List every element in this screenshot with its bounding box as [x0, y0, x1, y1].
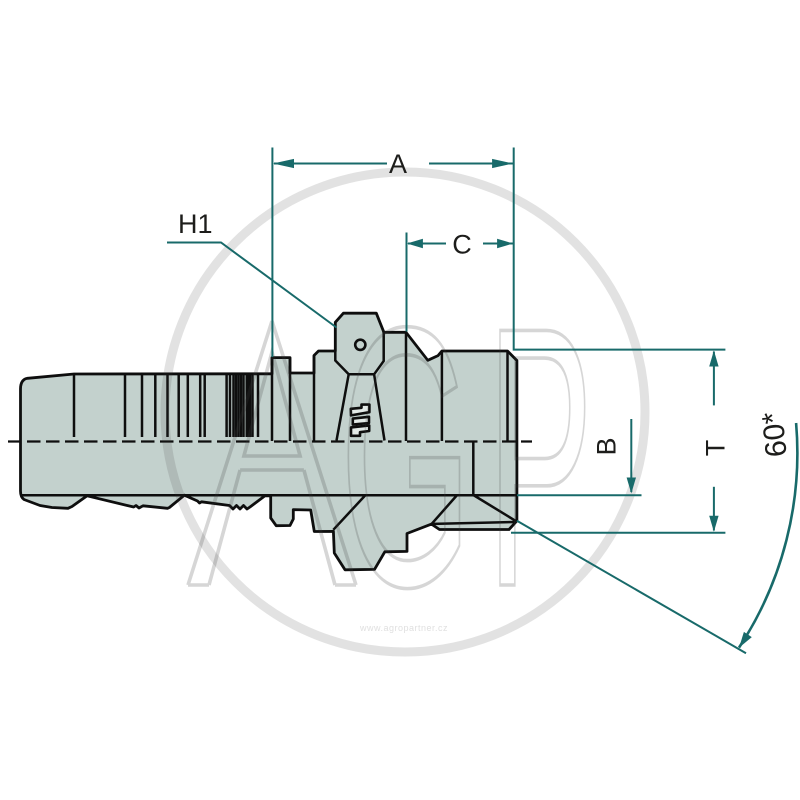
svg-text:www.agropartner.cz: www.agropartner.cz — [359, 623, 448, 633]
svg-text:P: P — [487, 251, 593, 664]
svg-text:A: A — [389, 149, 407, 179]
svg-text:60*: 60* — [756, 410, 794, 459]
svg-text:H1: H1 — [178, 209, 213, 239]
svg-text:T: T — [701, 440, 731, 457]
svg-text:B: B — [592, 437, 622, 455]
svg-text:C: C — [452, 230, 472, 260]
